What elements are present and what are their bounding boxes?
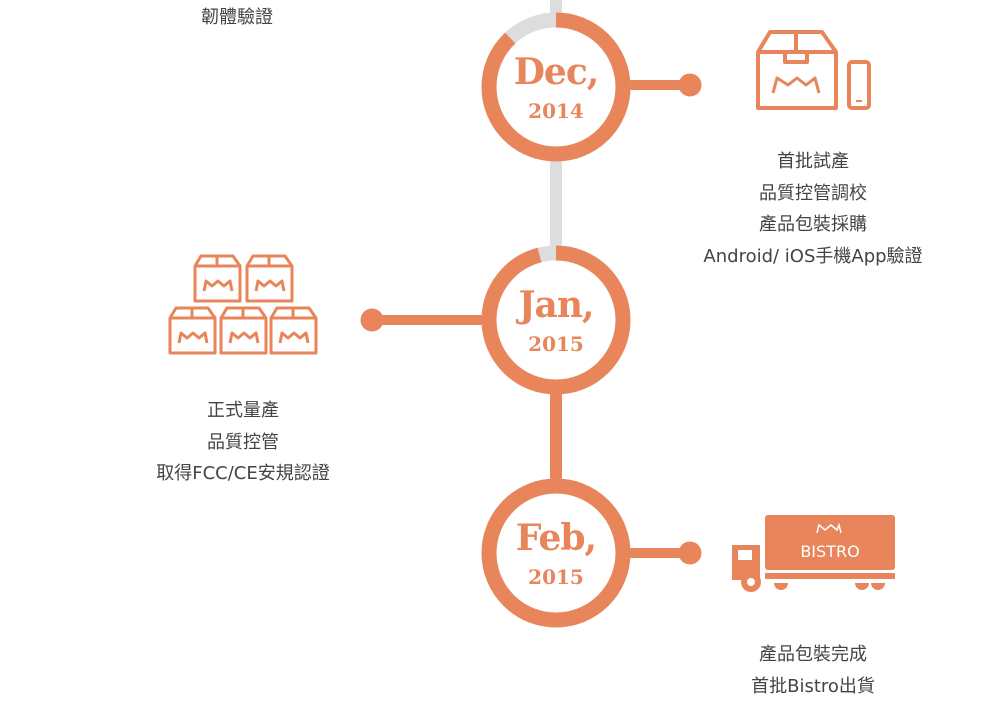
connector-dot-feb — [678, 541, 702, 565]
milestone-jan-text: 正式量產 品質控管 取得FCC/CE安規認證 — [93, 395, 393, 490]
jan-line: 取得FCC/CE安規認證 — [156, 463, 330, 484]
date-month: Feb, — [516, 517, 596, 559]
milestone-ring-1: Jan, 2015 — [481, 245, 631, 395]
box-phone-icon — [756, 30, 871, 110]
connector-dot-dec — [678, 73, 702, 97]
box-icon — [193, 254, 242, 303]
feb-line: 首批Bistro出貨 — [751, 675, 875, 697]
date-year: 2015 — [528, 332, 584, 356]
truck-icon: BISTRO — [732, 515, 895, 592]
date-year: 2014 — [528, 99, 584, 123]
top-text: 韌體驗證 — [201, 7, 273, 28]
connector-dot-jan — [360, 308, 384, 332]
date-month: Dec, — [514, 51, 599, 93]
dec-line: 產品包裝採購 — [759, 214, 867, 235]
ring-progress — [481, 478, 631, 628]
truck-label: BISTRO — [800, 542, 859, 561]
box-icon — [168, 306, 217, 355]
box-icon — [245, 254, 294, 303]
feb-line: 產品包裝完成 — [759, 644, 867, 665]
connectors — [360, 73, 702, 565]
dec-line: Android/ iOS手機App驗證 — [703, 245, 923, 267]
ring-progress — [481, 245, 631, 395]
date-year: 2015 — [528, 565, 584, 589]
milestone-ring-2: Feb, 2015 — [481, 478, 631, 628]
box-stack-icon — [168, 254, 318, 355]
jan-line: 品質控管 — [207, 431, 279, 453]
dec-line: 品質控管調校 — [759, 182, 867, 204]
box-icon — [219, 306, 268, 355]
dec-line: 首批試產 — [777, 151, 849, 172]
milestone-feb-text: 產品包裝完成 首批Bistro出貨 — [663, 639, 963, 702]
ring-progress — [481, 12, 631, 162]
milestone-dec-text: 首批試產 品質控管調校 產品包裝採購 Android/ iOS手機App驗證 — [663, 146, 963, 272]
jan-line: 正式量產 — [207, 400, 279, 421]
milestone-ring-0: Dec, 2014 — [481, 12, 631, 162]
box-icon — [269, 306, 318, 355]
date-month: Jan, — [515, 284, 593, 326]
